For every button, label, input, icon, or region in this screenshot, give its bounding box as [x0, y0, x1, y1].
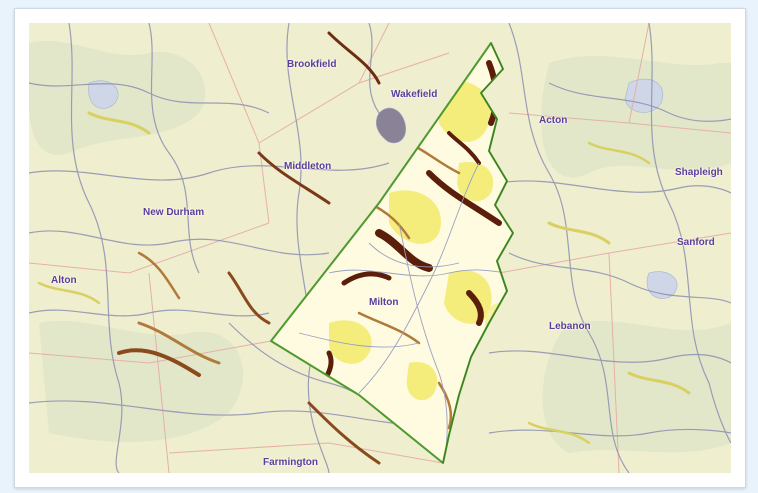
river-edge — [442, 42, 514, 464]
town-label-acton: Acton — [539, 115, 568, 126]
town-label-wakefield: Wakefield — [391, 89, 438, 100]
map-frame: Brookfield Wakefield Acton Middleton Sha… — [14, 8, 746, 488]
water-bodies — [88, 78, 678, 299]
town-label-farmington: Farmington — [263, 457, 318, 468]
town-label-brookfield: Brookfield — [287, 59, 337, 70]
town-label-lebanon: Lebanon — [549, 321, 591, 332]
town-label-alton: Alton — [51, 275, 77, 286]
town-label-sanford: Sanford — [677, 237, 715, 248]
town-boundaries — [29, 23, 731, 473]
town-label-milton: Milton — [369, 297, 399, 308]
town-label-shapleigh: Shapleigh — [675, 167, 723, 178]
town-label-middleton: Middleton — [284, 161, 332, 172]
map-canvas — [29, 23, 731, 473]
habitat-map: Brookfield Wakefield Acton Middleton Sha… — [29, 23, 731, 473]
habitat-streaks-outside — [37, 31, 691, 465]
town-label-new-durham: New Durham — [143, 207, 205, 218]
